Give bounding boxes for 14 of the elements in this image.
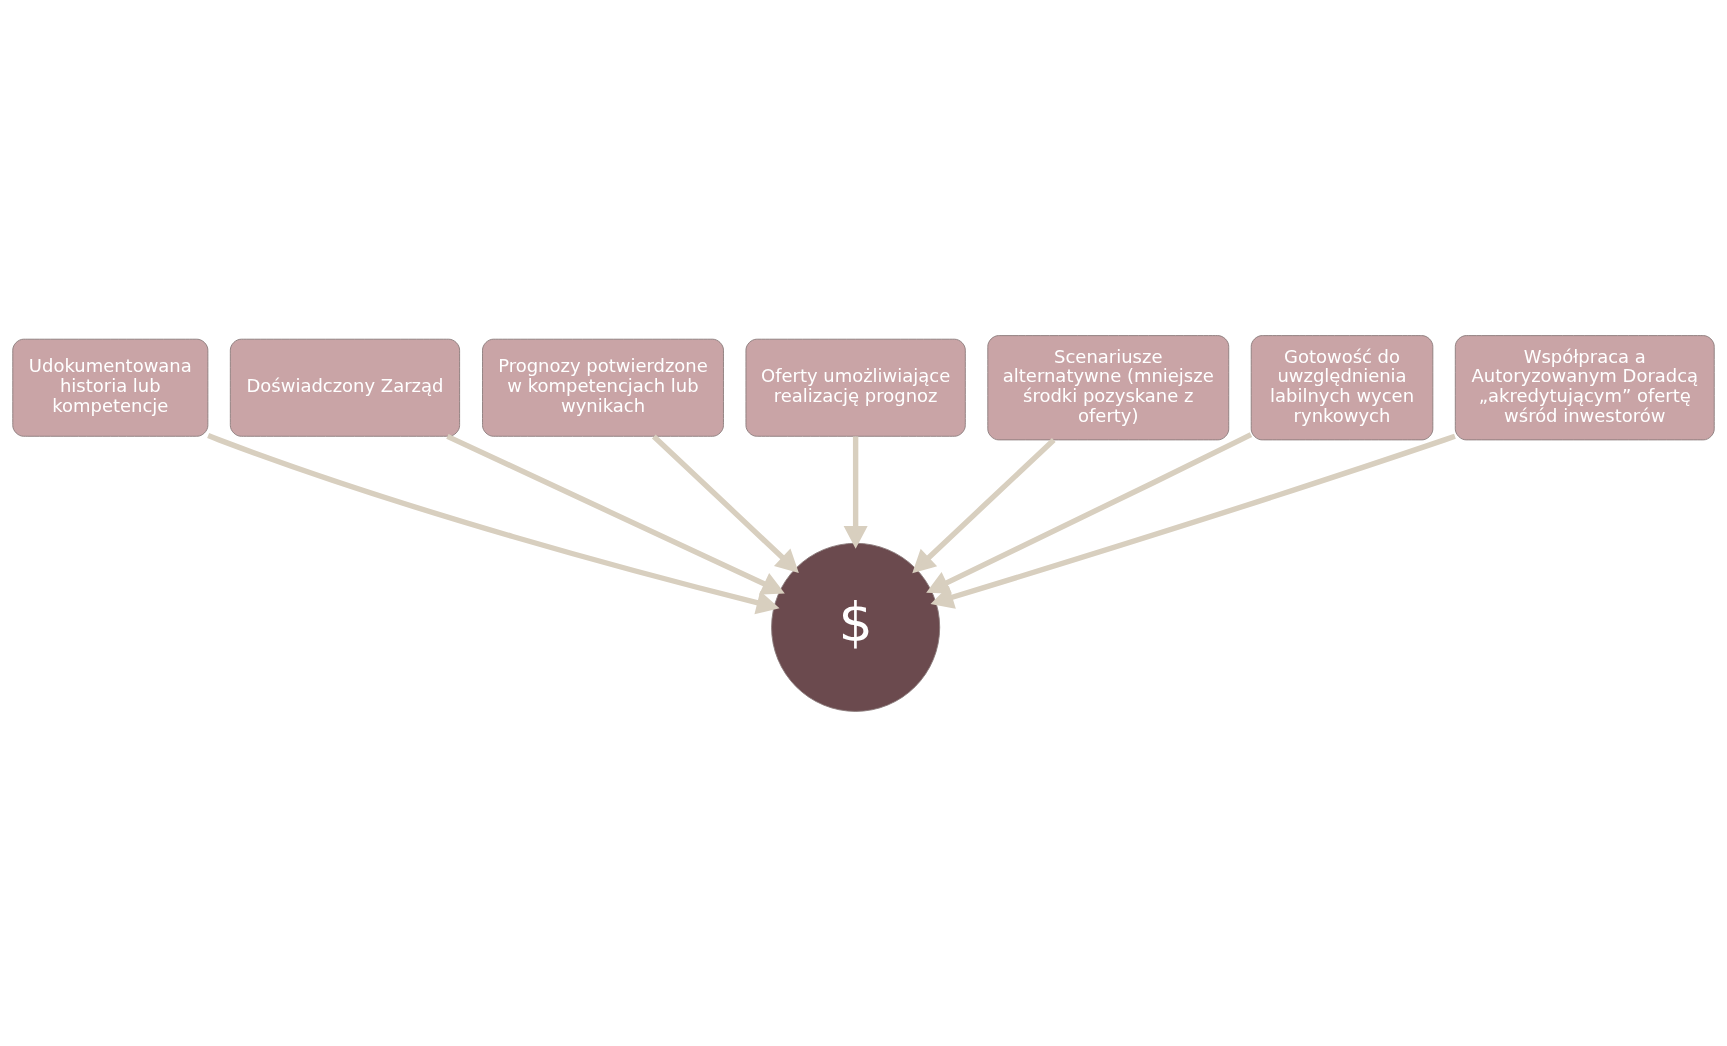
node-box: Oferty umożliwiające realizację prognoz <box>745 338 966 437</box>
node-box: Udokumentowana historia lub kompetencje <box>12 338 209 437</box>
arrow <box>912 437 1056 573</box>
arrow <box>843 436 868 549</box>
arrow <box>926 431 1253 594</box>
node-box: Gotowość do uwzględnienia labilnych wycen rynkowych <box>1250 334 1434 440</box>
node-box: Scenariusze alternatywne (mniejsze środki pozyskane z oferty) <box>987 334 1230 440</box>
arrow <box>651 434 799 573</box>
arrow <box>446 433 785 595</box>
arrow <box>930 433 1456 609</box>
arrow <box>207 432 780 614</box>
node-box: Współpraca a Autoryzowanym Doradcą „akredytującym” ofertę wśród inwestorów <box>1454 334 1715 440</box>
node-box: Prognozy potwierdzone w kompetencjach lub wynikach <box>482 338 724 437</box>
node-box: Doświadczony Zarząd <box>229 338 461 437</box>
